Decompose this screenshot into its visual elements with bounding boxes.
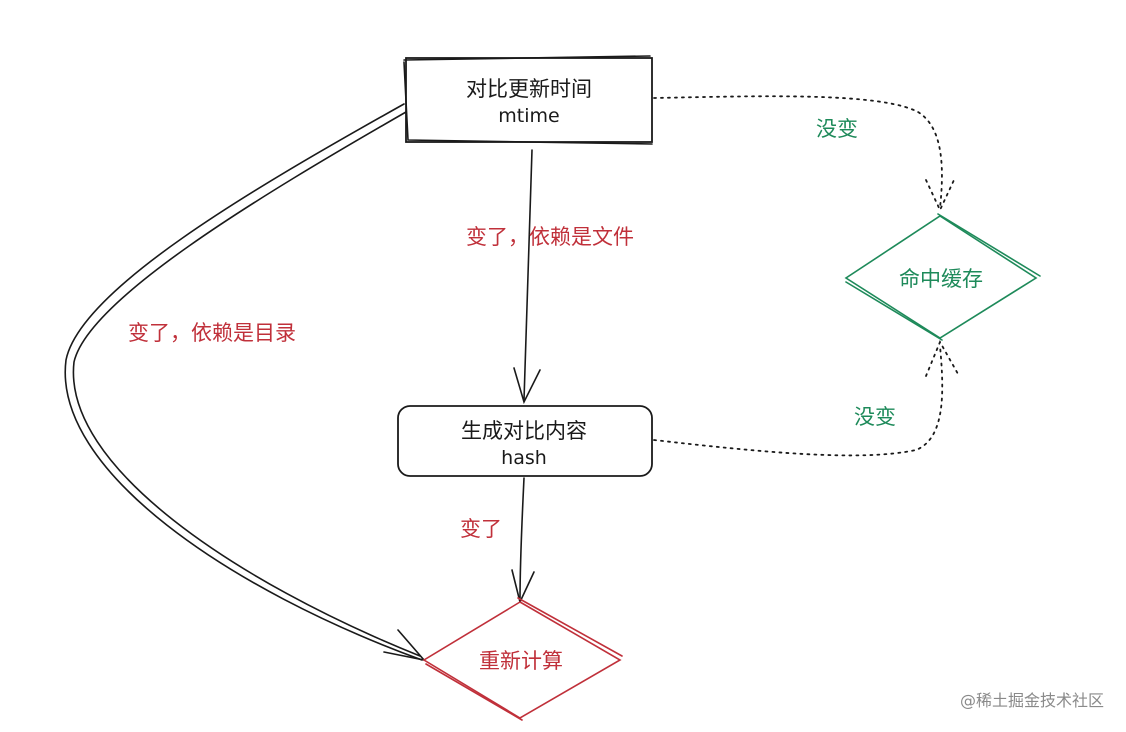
edge-label-hash-changed: 变了: [460, 517, 502, 541]
edge-hash-to-recompute: [511, 477, 535, 605]
edge-mtime-to-hash: [513, 149, 541, 405]
node-recompute[interactable]: 重新计算: [422, 597, 623, 721]
node-cache-hit[interactable]: 命中缓存: [844, 213, 1041, 341]
edge-label-mtime-changed-dir: 变了，依赖是目录: [128, 321, 296, 345]
edge-label-mtime-changed-file: 变了，依赖是文件: [466, 225, 634, 249]
arrowhead-icon: [511, 569, 535, 605]
edge-line-sketch: [72, 111, 421, 657]
diamond-sketch-border: [425, 597, 623, 721]
edge-label-hash-unchanged: 没变: [854, 405, 896, 429]
edge-mtime-to-cache: [653, 95, 955, 213]
diamond-sketch-border: [845, 213, 1041, 341]
node-label: 重新计算: [479, 649, 563, 673]
edge-line: [64, 103, 423, 661]
edge-line: [523, 149, 533, 401]
watermark: @稀土掘金技术社区: [960, 691, 1104, 710]
arrowhead-icon: [925, 339, 959, 377]
node-subtitle: hash: [501, 447, 547, 469]
edge-label-mtime-unchanged: 没变: [816, 117, 858, 141]
box-shape: [405, 57, 653, 143]
arrowhead-icon: [513, 367, 541, 405]
node-compare-mtime[interactable]: 对比更新时间 mtime: [403, 55, 653, 145]
node-subtitle: mtime: [498, 105, 559, 127]
edge-hash-to-cache: [653, 339, 959, 457]
node-title: 对比更新时间: [466, 77, 592, 101]
edge-line: [519, 477, 525, 601]
edge-mtime-to-recompute: [64, 103, 427, 662]
node-generate-hash[interactable]: 生成对比内容 hash: [397, 405, 653, 477]
box-sketch-border: [403, 55, 653, 145]
arrowhead-icon: [925, 179, 955, 213]
node-title: 生成对比内容: [461, 419, 587, 443]
box-shape: [397, 405, 653, 477]
node-label: 命中缓存: [899, 267, 983, 291]
edge-line: [653, 345, 944, 457]
edge-line: [653, 95, 943, 209]
